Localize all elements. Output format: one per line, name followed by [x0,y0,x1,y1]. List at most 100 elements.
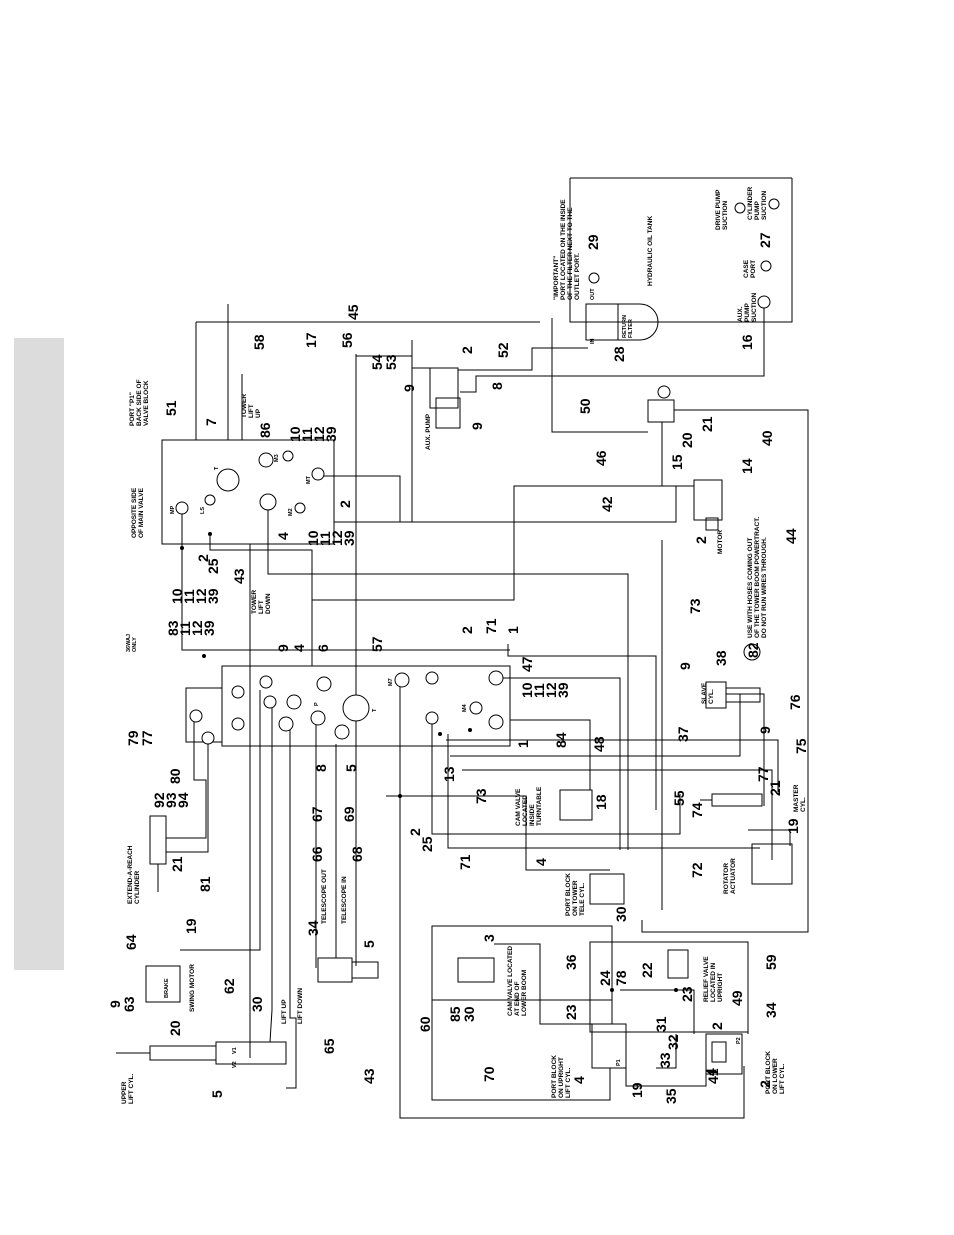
port-13 [259,675,273,689]
page-edge-tab [14,338,64,970]
important-note-line: PORT LOCATED ON THE INSIDE [560,199,567,300]
hose-lines [166,304,809,1119]
hose-76-a [726,693,765,806]
label-return-filter: RETURN FILTER [622,314,634,338]
callout: 93 [163,792,179,808]
port-7-tower [258,452,274,468]
port-m4 [469,701,483,715]
callout: 21 [699,416,715,432]
callout: 76 [787,694,803,710]
callout: 18 [593,794,609,810]
callout: 9 [275,644,291,652]
callout: 25 [205,558,221,574]
callout: 17 [303,332,319,348]
hose-42 [312,485,694,601]
label-port-p1: PORT "P1" BACK SIDE OF VALVE BLOCK [129,378,150,426]
hose-52 [458,347,588,371]
callout: 1 [515,740,531,748]
label-brake: BRAKE [164,978,170,998]
callout: 72 [689,862,705,878]
label-telescope-in: TELESCOPE IN [341,876,348,924]
callout: 39 [201,620,217,636]
callout: 2 [459,346,475,354]
hose-2-right [507,644,657,810]
callout: 9 [107,1000,123,1008]
label-rotator-actuator: ROTATOR ACTUATOR [723,858,737,894]
hose-46 [661,422,694,487]
callout: 7 [203,418,219,426]
label-tower-lift-down: TOWER LIFT DOWN [251,588,272,614]
callout: 10 [287,426,303,442]
callout: 73 [473,788,489,804]
callout: 9 [401,384,417,392]
callout: 11 [299,427,315,442]
callout: 46 [593,450,609,466]
hydraulic-tank-outline [569,178,793,323]
callout: 75 [793,738,809,754]
callout: 21 [767,780,783,796]
port-5 [425,711,439,725]
callout: 66 [309,846,325,862]
port-18 [189,709,203,723]
port-block-lower-lift [705,1033,743,1075]
callout: 70 [481,1066,497,1082]
port-label-m2: M2 [288,508,294,516]
callout: 34 [763,1002,779,1018]
callout: 71 [483,618,499,634]
callout: 40 [759,430,775,446]
callout: 19 [629,1082,645,1098]
callout: 83 [165,620,181,636]
callout: 39 [555,682,571,698]
hose-71 [447,734,760,849]
lower-boom-frame [431,925,613,1001]
label-lift-down: LIFT DOWN [297,988,304,1024]
label-motor: MOTOR [717,530,724,554]
callout: 11 [177,621,193,636]
port-t-main [342,694,370,722]
port-label-p1: P1 [616,1059,622,1066]
callout: 86 [257,422,273,438]
port-block-tower-tele [589,873,625,905]
motor-body [693,479,723,521]
port-label-t-main: T [372,708,378,712]
important-note-line: "IMPORTANT" [553,256,560,300]
callout: 38 [713,650,729,666]
callout: 36 [563,954,579,970]
cam-valve-turntable [559,789,593,821]
label-jib-only: 36WAJ ONLY [126,632,138,652]
callout: 34 [305,920,321,936]
callout: 94 [175,792,191,808]
callout: 30 [613,906,629,922]
port-label-v2: V2 [232,1061,238,1068]
callout: 69 [341,806,357,822]
label-cam-valve-lower-boom: CAM VALVE LOCATED AT END OF LOWER BOOM [507,944,528,1016]
callout: 49 [729,990,745,1006]
hose-55 [462,769,773,860]
callout: 39 [341,530,357,546]
junction-dot [468,728,472,732]
callout: 32 [665,1034,681,1050]
junction-dot [180,546,184,550]
label-port-block-tower: PORT BLOCK ON TOWER TELE CYL. [565,871,586,916]
callout: 74 [689,802,705,818]
port-15 [231,685,245,699]
upper-lift-cylinder [215,1041,287,1065]
callout: 19 [785,818,801,834]
label-cylinder-pump-suction: CYLINDER PUMP SUCTION [747,185,768,220]
port-label-p: P [314,702,320,706]
master-cylinder-tube [711,793,763,807]
callout: 14 [739,458,755,474]
callout: 24 [597,970,613,986]
label-cam-valve-turntable: CAM VALVE LOCATED INSIDE TURNTABLE [515,786,543,826]
cylinder-pump-suction-port [768,198,780,210]
callout: 20 [679,432,695,448]
callout: 4 [571,1076,587,1084]
callout: 68 [349,846,365,862]
port-1 [488,670,504,686]
callout: 77 [755,766,771,782]
callout: 2 [693,536,709,544]
callout: 43 [231,568,247,584]
hose-40 [641,409,809,933]
callout: 10 [169,588,185,604]
